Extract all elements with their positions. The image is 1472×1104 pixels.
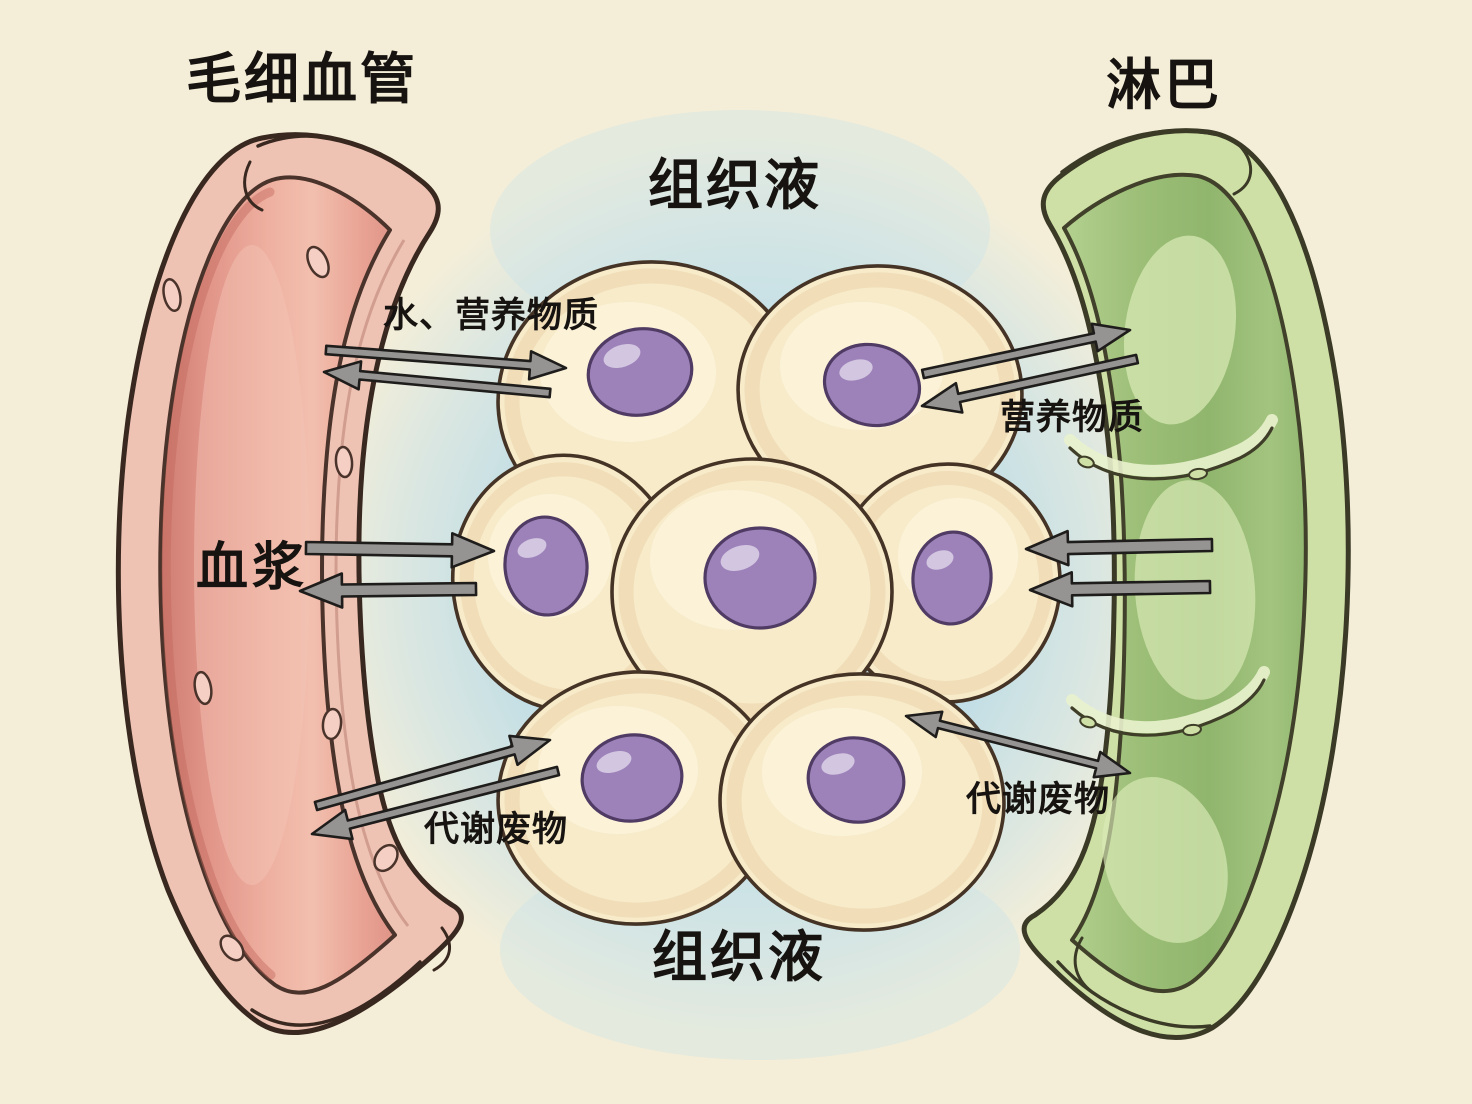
water-nutrients-label: 水、营养物质 bbox=[383, 296, 600, 335]
tissue-fluid-bottom-label: 组织液 bbox=[652, 926, 827, 988]
lymph-valve bbox=[1066, 666, 1270, 737]
flow-arrow bbox=[920, 353, 1140, 414]
flow-arrow bbox=[322, 360, 552, 399]
capillary-label: 毛细血管 bbox=[186, 48, 419, 110]
tissue-fluid-top-label: 组织液 bbox=[648, 154, 823, 216]
flow-arrow bbox=[310, 765, 561, 841]
flow-arrow bbox=[324, 344, 568, 381]
flow-arrow bbox=[904, 710, 1132, 779]
flow-arrow bbox=[1024, 529, 1214, 567]
lymph-label: 淋巴 bbox=[1106, 54, 1223, 116]
lymph-valve bbox=[1064, 414, 1278, 481]
capillary-lumen bbox=[158, 175, 397, 995]
cell bbox=[736, 264, 1024, 520]
capillary-wall-cell-nuclei bbox=[162, 245, 399, 962]
flow-arrow bbox=[304, 531, 496, 569]
flow-arrow bbox=[313, 734, 552, 812]
flow-arrows bbox=[298, 322, 1214, 841]
cell bbox=[610, 457, 894, 727]
flow-arrow bbox=[298, 572, 478, 609]
flow-arrow bbox=[920, 322, 1132, 380]
nutrients-label: 营养物质 bbox=[1000, 398, 1145, 437]
cell-cluster bbox=[450, 260, 1062, 932]
plasma-label: 血浆 bbox=[196, 539, 309, 597]
metabolic-waste-right-label: 代谢废物 bbox=[966, 780, 1111, 819]
cell-nucleus bbox=[703, 526, 817, 630]
metabolic-waste-left-label: 代谢废物 bbox=[424, 810, 569, 849]
cell bbox=[832, 462, 1062, 704]
cell bbox=[718, 672, 1006, 932]
flow-arrow bbox=[1028, 570, 1212, 608]
